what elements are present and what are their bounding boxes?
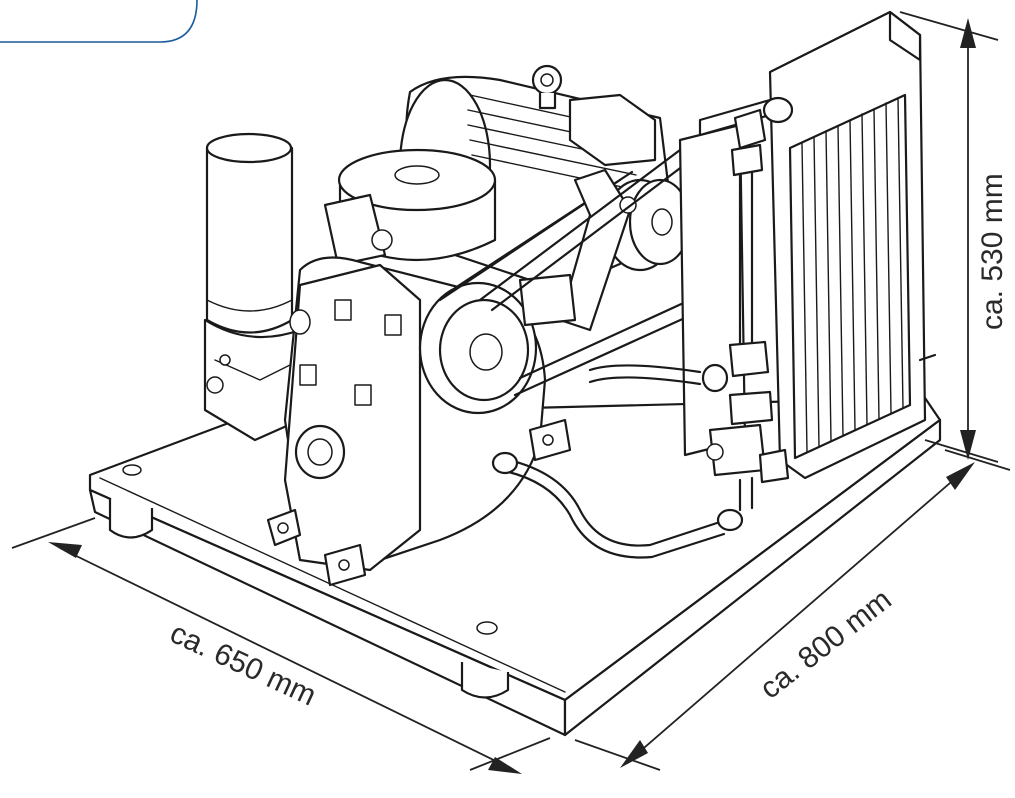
height-label: ca. 530 mm: [976, 173, 1009, 330]
callout-box-fragment: [0, 0, 198, 43]
oil-lines: [491, 170, 790, 559]
oil-separator-tank: [203, 132, 302, 442]
oil-cooler-radiator: [678, 10, 937, 480]
height-dimension: ca. 530 mm: [899, 11, 1009, 463]
drive-pulleys-and-belt: [418, 118, 730, 415]
depth-label: ca. 800 mm: [754, 583, 898, 705]
